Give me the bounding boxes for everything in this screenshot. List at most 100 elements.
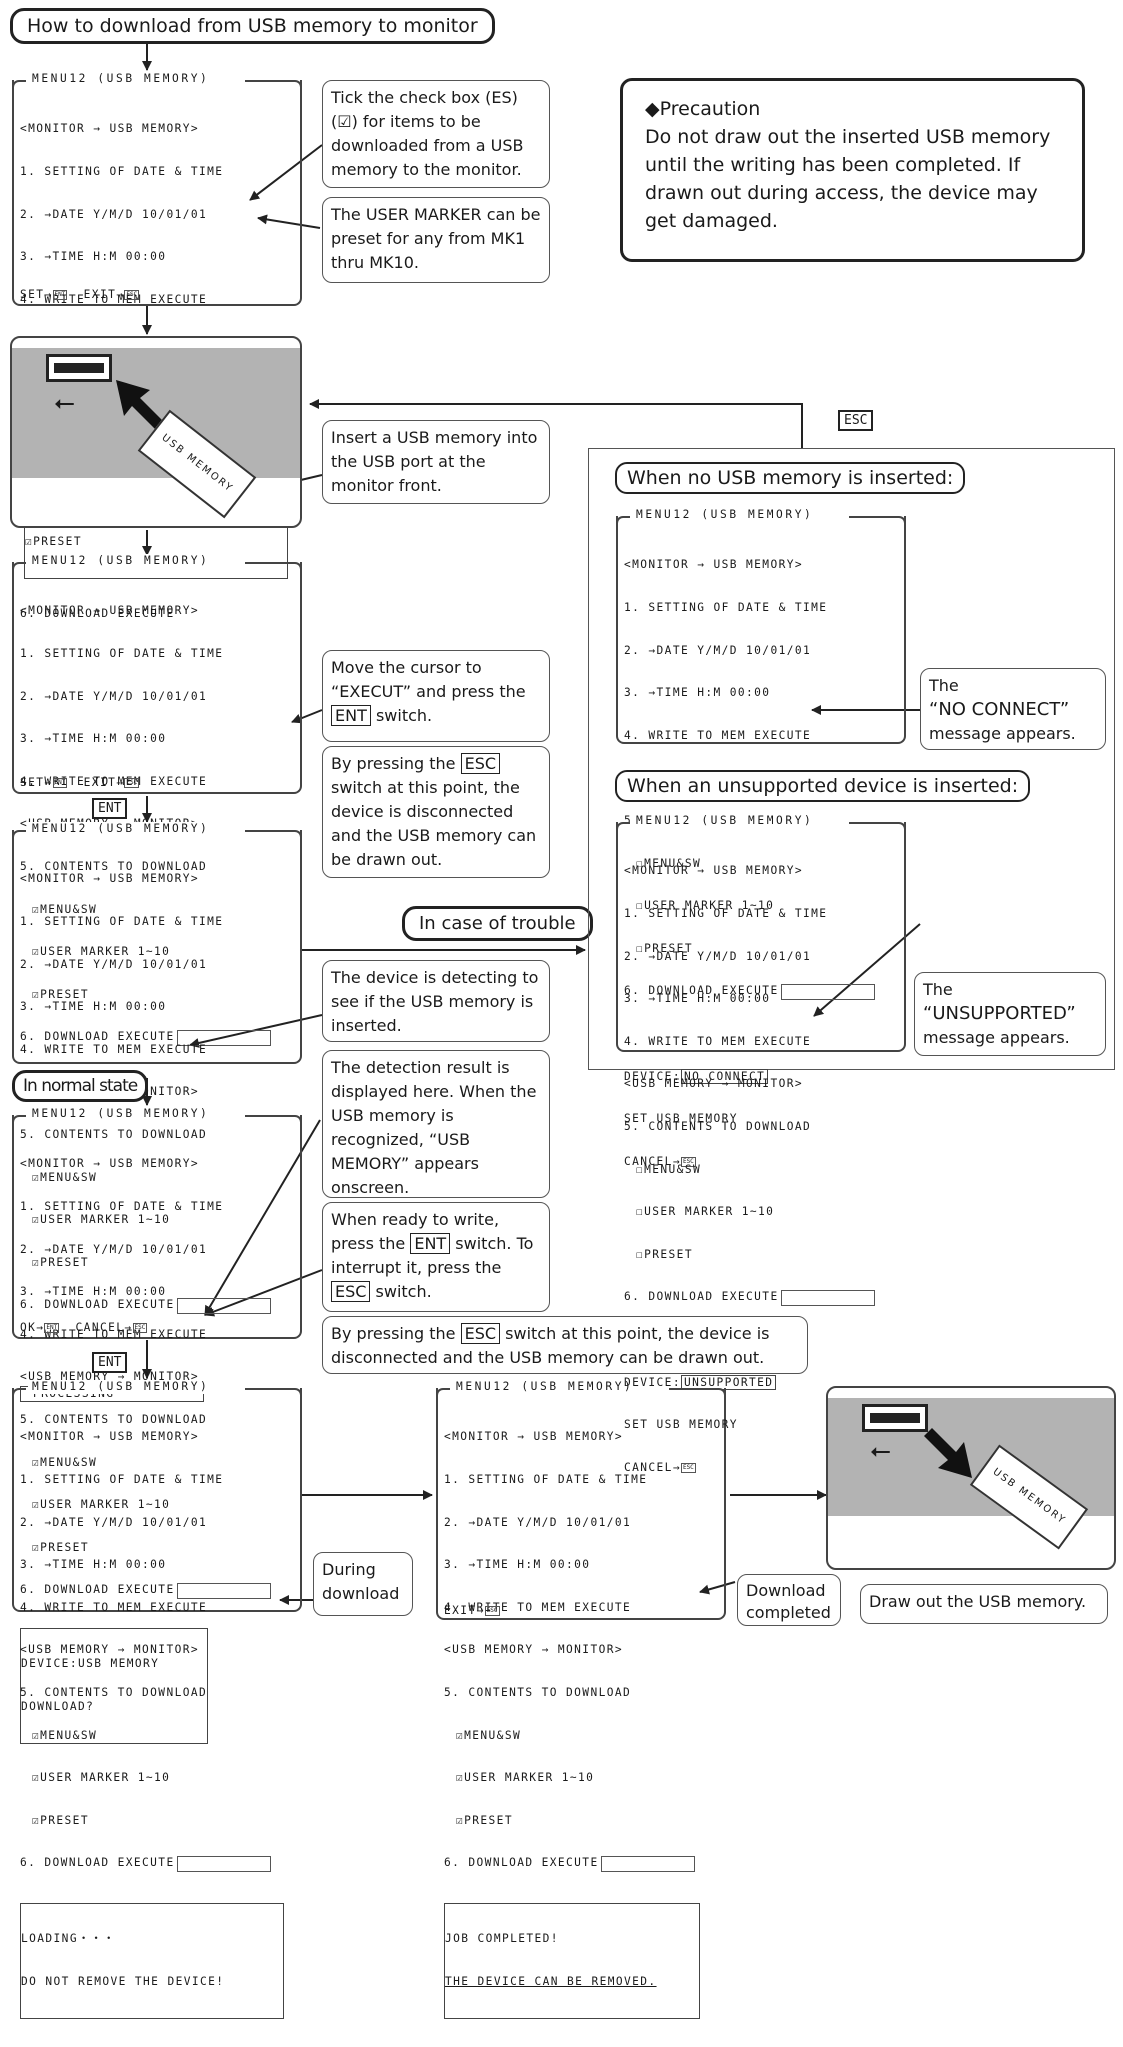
screen-line: 2. →DATE Y/M/D 10/01/01 [624,949,812,963]
screen-footer: SET→ENT EXIT→ESC [20,287,140,301]
esc-key-button[interactable]: ESC [838,410,874,431]
note-detecting: The device is detecting to see if the US… [322,960,550,1042]
ent-key-button[interactable]: ENT [92,798,128,819]
screen-header: MENU12 (USB MEMORY) [28,72,214,87]
checkbox-icon[interactable]: ☐ [636,1162,645,1176]
remove-arrow-icon [924,1428,972,1478]
screen-header: MENU12 (USB MEMORY) [632,508,818,523]
item-label: USER MARKER 1~10 [40,1771,171,1785]
esc-key-icon: ESC [124,289,140,300]
screen-line: 1. SETTING OF DATE & TIME [624,601,828,614]
screen-line: 3. →TIME H:M 00:00 [20,1000,167,1014]
precaution-heading: ◆Precaution [645,98,761,120]
ent-key-icon: ENT [52,777,68,788]
checkbox-icon[interactable]: ☑ [32,1771,41,1785]
note-unsupported: The “UNSUPPORTED” message appears. [914,972,1106,1056]
checkbox-icon[interactable]: ☑ [32,987,41,1001]
trouble-frame [588,448,1115,1070]
screen-line: 2. →DATE Y/M/D 10/01/01 [20,689,208,703]
item-label: PRESET [464,1813,513,1827]
screen-line: 2. →DATE Y/M/D 10/01/01 [20,1242,208,1256]
cancel-line: CANCEL→ [624,1460,681,1474]
ent-key-icon: ENT [52,289,68,300]
execute-cursor-box[interactable] [600,1856,695,1873]
checkbox-icon[interactable]: ☑ [32,945,41,959]
checkbox-icon[interactable]: ☐ [636,1247,645,1261]
trouble-label: In case of trouble [402,906,593,941]
checkbox-icon[interactable]: ☑ [32,1255,41,1269]
device-label: DEVICE: [624,1375,681,1389]
checkbox-icon[interactable]: ☑ [32,1498,41,1512]
screen-line: 3. →TIME H:M 00:00 [444,1558,591,1572]
checkbox-icon[interactable]: ☑ [32,1813,41,1827]
item-label: PRESET [40,1540,89,1554]
esc-key-icon: ESC [132,1322,148,1333]
checkbox-icon[interactable]: ☐ [636,1205,645,1219]
screen-line: 1. SETTING OF DATE & TIME [20,1200,224,1213]
checkbox-icon[interactable]: ☑ [456,1771,465,1785]
screen-line: 1. SETTING OF DATE & TIME [444,1473,648,1486]
screen-line: 5. CONTENTS TO DOWNLOAD [624,1119,812,1133]
item-label: MENU&SW [40,902,98,916]
ent-key-button[interactable]: ENT [92,1352,128,1373]
execute-cursor-box[interactable] [780,1290,875,1307]
screen-line: 4. WRITE TO MEM EXECUTE [20,1327,208,1341]
checkbox-icon[interactable]: ☑ [32,1455,41,1469]
usb-insert-panel: ⭠ USB MEMORY [10,336,302,528]
screen-line: <MONITOR → USB MEMORY> [20,604,199,618]
checkbox-icon[interactable]: ☑ [32,902,41,916]
execute-cursor-box[interactable] [780,984,875,1001]
no-connect-message: NO CONNECT [680,1068,769,1084]
menu-screen-2: MENU12 (USB MEMORY) <MONITOR → USB MEMOR… [12,554,302,1047]
screen-line: 5. CONTENTS TO DOWNLOAD [20,1412,208,1426]
note-no-connect: The “NO CONNECT” message appears. [920,668,1106,750]
screen-line: 4. WRITE TO MEM EXECUTE [444,1600,632,1614]
screen-header: MENU12 (USB MEMORY) [28,1107,214,1122]
checkbox-icon[interactable]: ☑ [25,535,34,549]
execute-line: 6. DOWNLOAD EXECUTE [20,1298,175,1312]
execute-cursor-box[interactable] [176,1856,271,1873]
item-label: USER MARKER 1~10 [644,899,775,913]
checkbox-icon[interactable]: ☐ [636,899,645,913]
screen-line: <MONITOR → USB MEMORY> [624,558,803,572]
screen-line: <MONITOR → USB MEMORY> [20,122,199,136]
execute-line: 6. DOWNLOAD EXECUTE [20,607,175,621]
screen-line: <USB MEMORY → MONITOR> [20,1643,199,1657]
note-esc-disconnect-2: By pressing the ESC switch at this point… [322,1316,808,1374]
checkbox-icon[interactable]: ☑ [32,1728,41,1742]
screen-footer: OK→ENT CANCEL→ESC [20,1320,148,1334]
execute-cursor-box[interactable] [176,1583,271,1600]
checkbox-icon[interactable]: ☑ [456,1728,465,1742]
ent-key-icon: ENT [44,1322,60,1333]
note-during-download: During download [313,1552,413,1616]
note-download-completed: Download completed [737,1574,841,1626]
checkbox-icon[interactable]: ☑ [32,1540,41,1554]
checkbox-icon[interactable]: ☑ [32,1170,41,1184]
menu-screen-no-connect: MENU12 (USB MEMORY) <MONITOR → USB MEMOR… [616,508,906,1168]
unsupported-message: UNSUPPORTED [680,1374,777,1390]
note-detection-result: The detection result is displayed here. … [322,1050,550,1198]
screen-line: 4. WRITE TO MEM EXECUTE [20,1042,208,1056]
execute-cursor-box[interactable] [176,1030,271,1047]
esc-key-icon: ESC [331,1281,371,1302]
screen-line: <USB MEMORY → MONITOR> [444,1643,623,1657]
screen-footer: SET→ENT EXIT→ESC [20,775,140,789]
item-label: USER MARKER 1~10 [644,1205,775,1219]
item-label: MENU&SW [644,1162,702,1176]
item-label: USER MARKER 1~10 [40,945,171,959]
precaution-body: Do not draw out the inserted USB memory … [645,126,1051,232]
screen-line: 1. SETTING OF DATE & TIME [624,907,828,920]
checkbox-icon[interactable]: ☐ [636,856,645,870]
checkbox-icon[interactable]: ☑ [32,1213,41,1227]
checkbox-icon[interactable]: ☐ [636,941,645,955]
execute-cursor-box[interactable] [176,1298,271,1315]
checkbox-icon[interactable]: ☑ [456,1813,465,1827]
screen-line: 4. WRITE TO MEM EXECUTE [624,1034,812,1048]
note-tick-checkbox: Tick the check box (ES) (☑) for items to… [322,80,550,188]
execute-line: 6. DOWNLOAD EXECUTE [20,1030,175,1044]
device-label: DEVICE: [624,1069,681,1083]
screen-line: 1. SETTING OF DATE & TIME [20,1473,224,1486]
ent-key-icon: ENT [410,1233,451,1254]
screen-line: 5. CONTENTS TO DOWNLOAD [20,1685,208,1699]
precaution-box: ◆Precaution Do not draw out the inserted… [620,78,1085,262]
